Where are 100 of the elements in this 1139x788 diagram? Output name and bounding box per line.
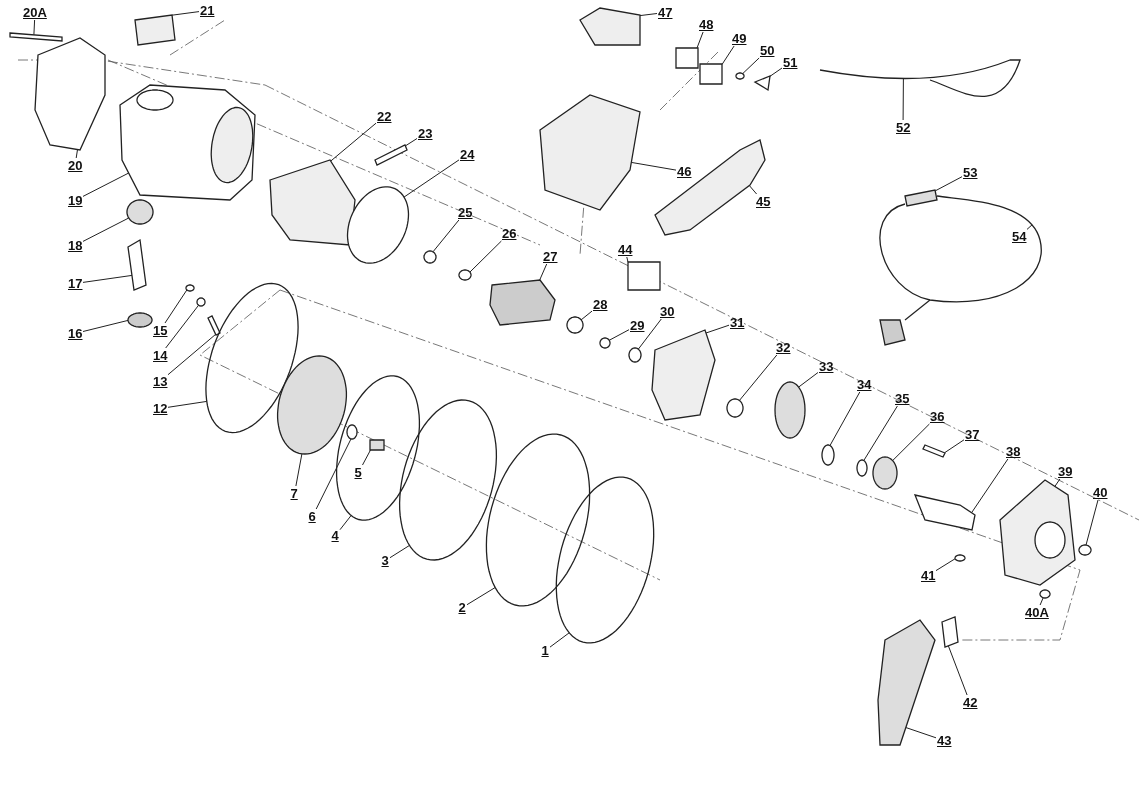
leader-line	[947, 645, 968, 696]
callout-number: 37	[964, 426, 981, 442]
callout-number: 19	[67, 192, 84, 208]
callout-number: 14	[152, 347, 169, 363]
callout-number: 54	[1011, 228, 1028, 244]
callout-number: 6	[307, 508, 317, 524]
screw-drawing	[1039, 589, 1051, 599]
callout-number: 12	[152, 400, 169, 416]
stator-drawing	[269, 159, 356, 246]
ring-drawing	[335, 375, 421, 521]
callout-number: 43	[936, 732, 953, 748]
leader-line	[539, 263, 548, 281]
leader-line	[905, 727, 937, 739]
leader-line	[82, 319, 129, 332]
callout-number: 38	[1005, 443, 1022, 459]
callout-number: 5	[353, 464, 363, 480]
callout-number: 30	[659, 303, 676, 319]
callout-number: 24	[459, 146, 476, 162]
bearing-drawing	[726, 398, 744, 418]
clip-drawing	[185, 284, 195, 292]
callout-number: 17	[67, 275, 84, 291]
leader-line	[608, 329, 630, 341]
leader-line	[1085, 499, 1099, 546]
leader-line	[639, 13, 658, 17]
plate-drawing	[134, 14, 176, 46]
leader-line	[466, 587, 496, 606]
square-pad-drawing	[699, 63, 723, 85]
leader-line	[167, 400, 208, 408]
callout-number: 20A	[22, 4, 48, 20]
leader-line	[705, 324, 730, 334]
callout-number: 3	[380, 552, 390, 568]
ring-drawing	[821, 444, 835, 466]
callout-number: 40	[1092, 484, 1109, 500]
leader-line	[696, 31, 704, 49]
leader-line	[75, 149, 78, 159]
washer-drawing	[599, 337, 611, 349]
callout-number: 31	[729, 314, 746, 330]
pin-drawing	[9, 32, 63, 42]
callout-number: 23	[417, 125, 434, 141]
callout-number: 45	[755, 193, 772, 209]
handle-half-drawing	[539, 94, 641, 211]
leader-line	[637, 318, 662, 350]
bolt-drawing	[941, 616, 959, 648]
callout-number: 22	[376, 108, 393, 124]
clamp-drawing	[753, 74, 771, 92]
cap-drawing	[126, 199, 154, 225]
leader-line	[769, 67, 783, 77]
leader-line	[469, 240, 502, 273]
leader-line	[315, 438, 352, 510]
bushing-drawing	[127, 312, 153, 328]
leader-line	[339, 514, 352, 531]
switch-drawing	[579, 7, 641, 46]
callout-number: 48	[698, 16, 715, 32]
side-handle-drawing	[877, 619, 936, 746]
ring-drawing	[205, 282, 299, 434]
callout-number: 16	[67, 325, 84, 341]
callout-number: 52	[895, 119, 912, 135]
screw-drawing	[1078, 544, 1092, 556]
screw-drawing	[207, 315, 221, 336]
leader-line	[935, 558, 956, 572]
bearing-drawing	[423, 250, 437, 264]
callout-number: 28	[592, 296, 609, 312]
leader-line	[404, 138, 418, 147]
callout-number: 50	[759, 42, 776, 58]
leader-line	[164, 289, 188, 324]
callout-number: 21	[199, 2, 216, 18]
cord-sleeve-drawing	[904, 189, 938, 207]
callout-number: 26	[501, 225, 518, 241]
spring-drawing	[127, 238, 147, 291]
leader-line	[432, 219, 460, 253]
leader-line	[829, 391, 861, 446]
callout-number: 47	[657, 4, 674, 20]
bearing-drawing	[566, 316, 584, 334]
callout-number: 46	[676, 163, 693, 179]
ring-drawing	[555, 476, 655, 644]
callout-number: 53	[962, 164, 979, 180]
leader-line	[389, 544, 410, 559]
leader-line	[33, 19, 36, 36]
leader-line	[403, 159, 460, 198]
leader-line	[863, 405, 898, 461]
leader-line	[944, 439, 965, 454]
callout-number: 20	[67, 157, 84, 173]
bolt-drawing	[374, 144, 408, 166]
leader-line	[82, 274, 133, 283]
leader-line	[798, 372, 819, 388]
callout-number: 41	[920, 567, 937, 583]
leader-line	[295, 453, 303, 487]
leader-line	[1026, 224, 1033, 230]
spindle-drawing	[913, 494, 976, 531]
leader-line	[742, 57, 760, 75]
pin-drawing	[954, 554, 966, 562]
leader-line	[626, 256, 629, 263]
plate-drawing	[627, 261, 661, 291]
callout-number: 27	[542, 248, 559, 264]
bearing-plate-drawing	[346, 186, 410, 264]
gear-drawing	[774, 381, 806, 439]
leader-line	[971, 458, 1009, 514]
leader-line	[892, 423, 930, 462]
callout-number: 15	[152, 322, 169, 338]
callout-number: 32	[775, 339, 792, 355]
